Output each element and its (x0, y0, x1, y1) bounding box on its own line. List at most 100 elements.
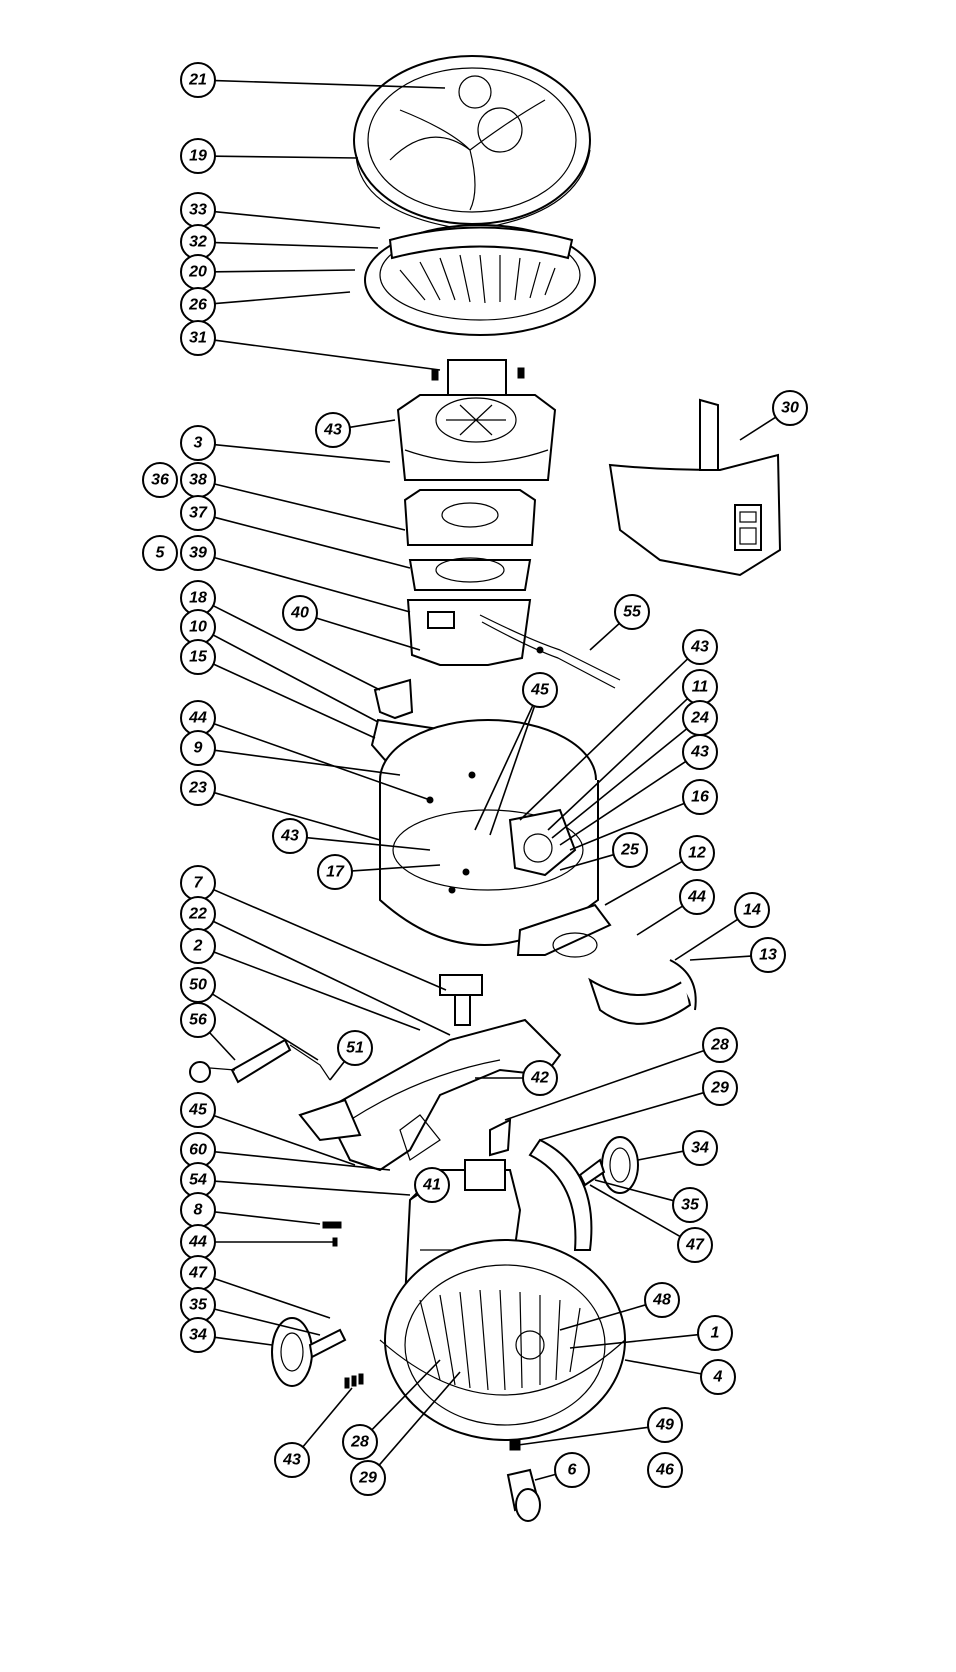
callout-label: 29 (358, 1470, 377, 1487)
callout-bubble (522, 672, 558, 708)
callout-label: 51 (346, 1040, 364, 1057)
callout-bubble (702, 1070, 738, 1106)
callout-label: 44 (188, 710, 207, 727)
callout-37: 37 (180, 495, 216, 531)
leader-line-10 (212, 634, 379, 723)
callout-bubble (180, 425, 216, 461)
callout-label: 50 (189, 977, 207, 994)
leader-line-16 (569, 802, 685, 851)
callout-label: 26 (188, 297, 207, 314)
callout-47: 47 (677, 1227, 713, 1263)
part-12-outlet-flap (516, 903, 612, 958)
part-13-outlet-ring (588, 959, 697, 1025)
callout-4: 4 (700, 1359, 736, 1395)
leader-line-9 (214, 749, 401, 776)
leader-line-48 (559, 1304, 646, 1331)
callout-16: 16 (682, 779, 718, 815)
callout-bubble (679, 879, 715, 915)
callout-49: 49 (647, 1407, 683, 1443)
callout-bubble (180, 320, 216, 356)
callout-label: 4 (713, 1369, 723, 1386)
callout-55: 55 (614, 594, 650, 630)
callout-bubble (180, 1092, 216, 1128)
callout-bubble (682, 629, 718, 665)
leader-line-20 (214, 269, 356, 273)
leader-line-17 (351, 864, 441, 872)
part-28-brush-plate (489, 1118, 512, 1157)
callout-2: 2 (180, 928, 216, 964)
leader-line-35 (594, 1179, 674, 1202)
part-6-caster (506, 1439, 541, 1522)
leader-line-55 (589, 622, 620, 651)
callout-bubble (679, 835, 715, 871)
callout-29: 29 (702, 1070, 738, 1106)
callout-label: 34 (691, 1140, 709, 1157)
leader-line-14 (674, 918, 739, 961)
leader-line-2 (213, 951, 421, 1031)
callout-label: 41 (422, 1177, 441, 1194)
callout-label: 47 (685, 1237, 705, 1254)
callout-21: 21 (180, 62, 216, 98)
callout-label: 32 (189, 234, 207, 251)
callout-bubble (682, 734, 718, 770)
leader-line-1 (569, 1333, 699, 1349)
callout-label: 43 (280, 828, 299, 845)
callout-bubble (647, 1407, 683, 1443)
callout-label: 35 (681, 1197, 700, 1214)
callout-bubble (180, 495, 216, 531)
callout-label: 29 (710, 1080, 729, 1097)
callout-14: 14 (734, 892, 770, 928)
leader-line-34 (637, 1150, 684, 1161)
leader-line-32 (214, 241, 379, 249)
callout-bubble (180, 138, 216, 174)
part-39-motor-base (406, 599, 532, 666)
leader-line-50 (211, 993, 319, 1061)
leader-line-37 (214, 516, 411, 569)
leader-line-23 (214, 791, 381, 841)
callout-label: 38 (189, 472, 207, 489)
callout-60: 60 (180, 1132, 216, 1168)
callout-33: 33 (180, 192, 216, 228)
callout-10: 10 (180, 609, 216, 645)
callout-bubble (274, 1442, 310, 1478)
callout-45: 45 (180, 1092, 216, 1128)
leader-line-8 (214, 1211, 321, 1225)
callout-bubble (342, 1424, 378, 1460)
leader-line-7 (213, 888, 447, 991)
part-43-screws (322, 1221, 364, 1389)
callout-15: 15 (180, 639, 216, 675)
callout-50: 50 (180, 967, 216, 1003)
callout-bubble (682, 1130, 718, 1166)
leader-line-38 (214, 483, 406, 531)
leader-line-51 (329, 1060, 346, 1081)
callout-label: 43 (282, 1452, 301, 1469)
callout-label: 19 (189, 148, 207, 165)
leader-line-30 (739, 416, 777, 441)
leader-line-45 (489, 705, 536, 836)
callout-29: 29 (350, 1460, 386, 1496)
part-55-power-cord (479, 614, 621, 689)
callout-3: 3 (180, 425, 216, 461)
part-30-switch-cover (608, 398, 782, 577)
callout-label: 15 (189, 649, 208, 666)
callout-26: 26 (180, 287, 216, 323)
leader-line-39 (214, 556, 411, 613)
leader-line-60 (214, 1151, 391, 1171)
callout-label: 40 (290, 605, 309, 622)
callout-bubble (337, 1030, 373, 1066)
part-21-cap-lid (353, 55, 591, 225)
callout-23: 23 (180, 770, 216, 806)
callout-bubble (180, 730, 216, 766)
callout-bubble (612, 832, 648, 868)
callout-44: 44 (679, 879, 715, 915)
callout-label: 35 (189, 1297, 208, 1314)
callout-bubble (180, 62, 216, 98)
callout-label: 3 (194, 435, 203, 452)
callout-41: 41 (414, 1167, 450, 1203)
callout-label: 17 (326, 864, 345, 881)
callout-32: 32 (180, 224, 216, 260)
leader-line-47 (589, 1184, 681, 1238)
leader-line-6 (534, 1473, 556, 1481)
leader-line-21 (214, 79, 446, 89)
